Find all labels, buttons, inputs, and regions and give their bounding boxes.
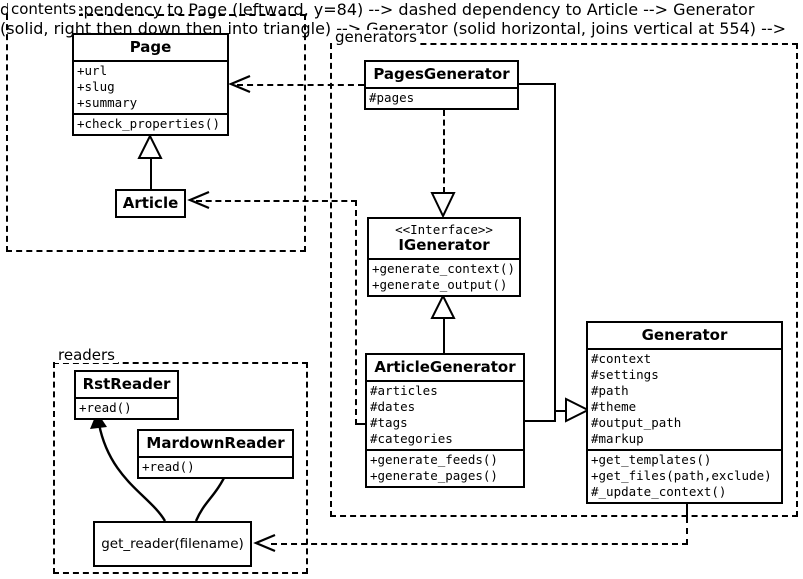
package-generators-label: generators: [332, 30, 420, 45]
class-stereotype-igenerator: <<Interface>>: [395, 222, 493, 237]
methods-articlegenerator: +generate_feeds() +generate_pages(): [367, 449, 523, 486]
attribute-row: #output_path: [591, 415, 682, 430]
attributes-page: +url +slug +summary: [74, 60, 227, 113]
method-row: +get_templates(): [591, 452, 712, 467]
methods-igenerator: +generate_context() +generate_output(): [369, 258, 519, 295]
attribute-row: #articles: [370, 383, 438, 398]
attribute-row: +summary: [77, 95, 138, 110]
dependency-articlegenerator-leg-vertical: [355, 200, 357, 425]
generalization-articlegenerator-to-generator: [525, 420, 556, 422]
generalization-article-to-page: [150, 155, 152, 191]
methods-rstreader: +read(): [76, 397, 177, 418]
class-name-generator: Generator: [641, 326, 728, 344]
package-contents-label: contents: [8, 2, 80, 17]
attributes-pagesgenerator: #pages: [366, 87, 517, 108]
class-box-igenerator[interactable]: <<Interface>> IGenerator +generate_conte…: [367, 217, 521, 297]
attribute-row: #tags: [370, 415, 408, 430]
method-row: +read(): [79, 400, 132, 415]
package-readers-label: readers: [55, 348, 118, 363]
class-name-rstreader: RstReader: [82, 375, 171, 393]
function-box-get-reader[interactable]: get_reader(filename): [93, 521, 252, 567]
dependency-pagesgenerator-to-page: [237, 84, 364, 86]
class-name-igenerator: IGenerator: [398, 236, 490, 254]
attributes-generator: #context #settings #path #theme #output_…: [588, 348, 781, 449]
method-row: +read(): [142, 459, 195, 474]
attribute-row: #dates: [370, 399, 416, 414]
attribute-row: #settings: [591, 367, 659, 382]
package-contents: [6, 14, 306, 252]
realization-pagesgenerator-to-igenerator: [443, 110, 445, 193]
class-name-article: Article: [122, 194, 179, 212]
methods-generator: +get_templates() +get_files(path,exclude…: [588, 449, 781, 502]
class-box-pagesgenerator[interactable]: PagesGenerator #pages: [364, 60, 519, 110]
generalization-pagesgenerator-leg-into-generator: [554, 410, 570, 412]
dependency-generator-riser: [686, 517, 688, 545]
methods-page: +check_properties(): [74, 113, 227, 134]
method-row: +generate_context(): [372, 261, 515, 276]
method-row: +generate_feeds(): [370, 452, 498, 467]
attribute-row: #pages: [369, 90, 415, 105]
method-row: +check_properties(): [77, 116, 220, 131]
class-box-generator[interactable]: Generator #context #settings #path #them…: [586, 321, 783, 504]
method-row: +generate_output(): [372, 277, 508, 292]
methods-mardownreader: +read(): [139, 456, 292, 477]
attribute-row: #path: [591, 383, 629, 398]
class-name-articlegenerator: ArticleGenerator: [374, 358, 516, 376]
class-box-article[interactable]: Article: [115, 189, 186, 218]
method-row: #_update_context(): [591, 484, 727, 499]
package-generators: [330, 43, 798, 517]
generalization-articlegenerator-riser: [554, 410, 556, 422]
attributes-articlegenerator: #articles #dates #tags #categories: [367, 380, 523, 449]
method-row: +generate_pages(): [370, 468, 498, 483]
class-name-page: Page: [129, 38, 172, 56]
package-readers: [53, 362, 308, 574]
generalization-pagesgenerator-leg-top: [518, 83, 556, 85]
class-box-page[interactable]: Page +url +slug +summary +check_properti…: [72, 33, 229, 136]
dependency-generator-stub: [686, 503, 688, 519]
attribute-row: #theme: [591, 399, 637, 414]
attribute-row: #categories: [370, 431, 453, 446]
method-row: +get_files(path,exclude): [591, 468, 772, 483]
dependency-articlegenerator-leg-right: [355, 423, 367, 425]
generalization-pagesgenerator-leg-vertical: [554, 83, 556, 411]
class-box-articlegenerator[interactable]: ArticleGenerator #articles #dates #tags …: [365, 353, 525, 488]
dependency-generator-to-getreader: [271, 543, 688, 545]
class-name-pagesgenerator: PagesGenerator: [373, 65, 510, 83]
function-name-get-reader: get_reader(filename): [101, 536, 244, 552]
attribute-row: +url: [77, 63, 108, 78]
dependency-articlegenerator-to-article: [196, 200, 357, 202]
attribute-row: +slug: [77, 79, 115, 94]
generalization-articlegenerator-to-igenerator: [443, 313, 445, 355]
class-name-mardownreader: MardownReader: [146, 434, 285, 452]
class-box-rstreader[interactable]: RstReader +read(): [74, 370, 179, 420]
class-box-mardownreader[interactable]: MardownReader +read(): [137, 429, 294, 479]
attribute-row: #context: [591, 351, 652, 366]
attribute-row: #markup: [591, 431, 644, 446]
